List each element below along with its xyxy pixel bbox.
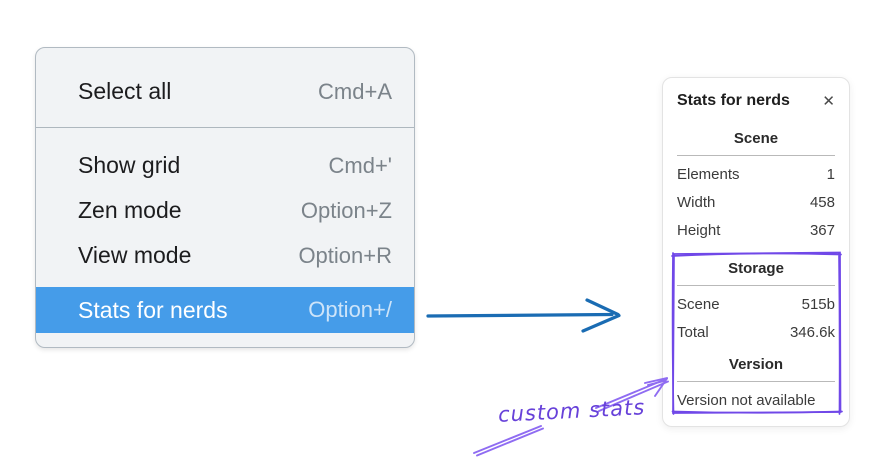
blue-arrow (426, 298, 621, 333)
stat-value: 367 (809, 221, 835, 239)
custom-stats-annotation: custom stats (497, 395, 646, 427)
context-menu: Select all Cmd+A Show grid Cmd+' Zen mod… (35, 47, 415, 348)
stat-value: 1 (826, 165, 835, 183)
section-divider (677, 155, 835, 156)
menu-item-shortcut: Cmd+' (328, 152, 393, 178)
menu-separator (36, 127, 414, 128)
stat-value: 346.6k (789, 323, 835, 341)
menu-item-stats-for-nerds[interactable]: Stats for nerds Option+/ (36, 287, 414, 333)
section-heading-version: Version (728, 356, 784, 373)
menu-item-show-grid[interactable]: Show grid Cmd+' (36, 143, 414, 188)
stat-label: Total (677, 323, 709, 341)
stat-value: 458 (809, 193, 835, 211)
stats-panel-title: Stats for nerds (677, 92, 790, 109)
section-heading-storage: Storage (728, 260, 784, 277)
menu-item-label: Select all (78, 78, 172, 104)
menu-item-select-all[interactable]: Select all Cmd+A (36, 69, 414, 114)
section-divider (677, 381, 835, 382)
version-note: Version not available (677, 391, 816, 409)
menu-item-shortcut: Cmd+A (318, 78, 392, 104)
stat-label: Height (677, 221, 721, 239)
stat-row-height: Height 367 (677, 216, 835, 244)
stat-row-total-size: Total 346.6k (677, 318, 835, 346)
close-icon[interactable]: ✕ (822, 92, 835, 110)
section-divider (677, 285, 835, 286)
menu-item-shortcut: Option+/ (308, 297, 392, 322)
stat-row-elements: Elements 1 (677, 160, 835, 188)
section-heading-scene: Scene (733, 130, 779, 147)
stats-panel: Stats for nerds ✕ Scene Elements 1 Width… (662, 77, 850, 427)
menu-item-label: Zen mode (78, 197, 182, 223)
stat-label: Scene (677, 295, 720, 313)
menu-item-label: View mode (78, 242, 192, 268)
menu-item-label: Show grid (78, 152, 181, 178)
stat-value: 515b (801, 295, 835, 313)
stat-row-scene-size: Scene 515b (677, 290, 835, 318)
menu-item-label: Stats for nerds (78, 296, 228, 323)
menu-item-shortcut: Option+R (298, 242, 392, 268)
menu-item-view-mode[interactable]: View mode Option+R (36, 233, 414, 278)
menu-item-zen-mode[interactable]: Zen mode Option+Z (36, 188, 414, 233)
stat-row-width: Width 458 (677, 188, 835, 216)
menu-item-shortcut: Option+Z (300, 197, 392, 223)
stat-label: Width (677, 193, 716, 211)
stat-label: Elements (677, 165, 740, 183)
stats-panel-header: Stats for nerds ✕ (677, 90, 835, 112)
